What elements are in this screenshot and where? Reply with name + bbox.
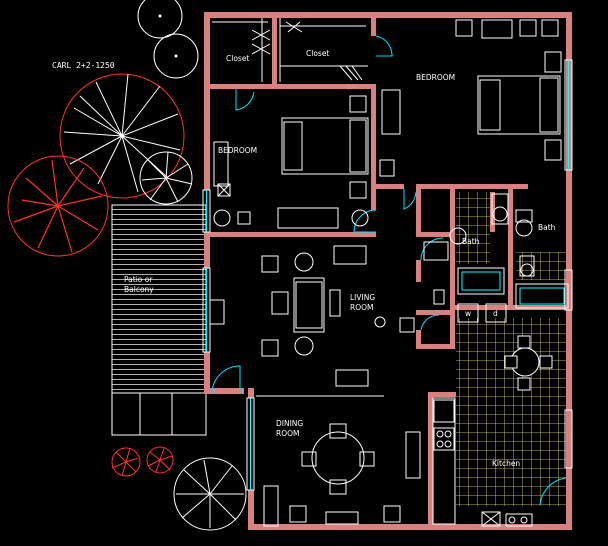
door-swings <box>211 35 567 506</box>
dining-room-furniture <box>256 395 421 527</box>
patio-label-line1: Patio or <box>124 275 153 284</box>
bath-1-label: Bath <box>462 237 480 246</box>
kitchen-fixtures <box>432 303 553 527</box>
dining-room-label-line1: DINING <box>276 419 303 428</box>
bedroom-2-label: BEDROOM <box>218 146 257 155</box>
bath-fixtures <box>423 193 569 309</box>
dryer-label: d <box>493 309 498 318</box>
living-room-label-line2: ROOM <box>350 303 374 312</box>
kitchen-tile-floor <box>456 318 568 506</box>
kitchen-label: Kitchen <box>492 459 520 468</box>
closet-shelves <box>212 18 368 82</box>
closet-2-label: Closet <box>306 49 329 58</box>
closet-1-label: Closet <box>226 54 249 63</box>
washer-label: w <box>465 309 471 318</box>
patio-label-line2: Balcony <box>124 285 154 294</box>
living-room-label-line1: LIVING <box>350 293 375 302</box>
patio <box>111 204 207 436</box>
master-bedroom-label: BEDROOM <box>416 73 455 82</box>
bath-tile-floor-1 <box>456 192 490 264</box>
dining-room-label-line2: ROOM <box>276 429 300 438</box>
living-room-furniture <box>209 245 415 387</box>
bedroom-2-furniture <box>213 95 369 229</box>
bath-2-label: Bath <box>538 223 556 232</box>
trees <box>7 0 247 531</box>
plan-title: CARL 2+2-1250 <box>52 61 115 70</box>
master-bedroom-furniture <box>379 19 562 177</box>
walls <box>204 12 572 530</box>
